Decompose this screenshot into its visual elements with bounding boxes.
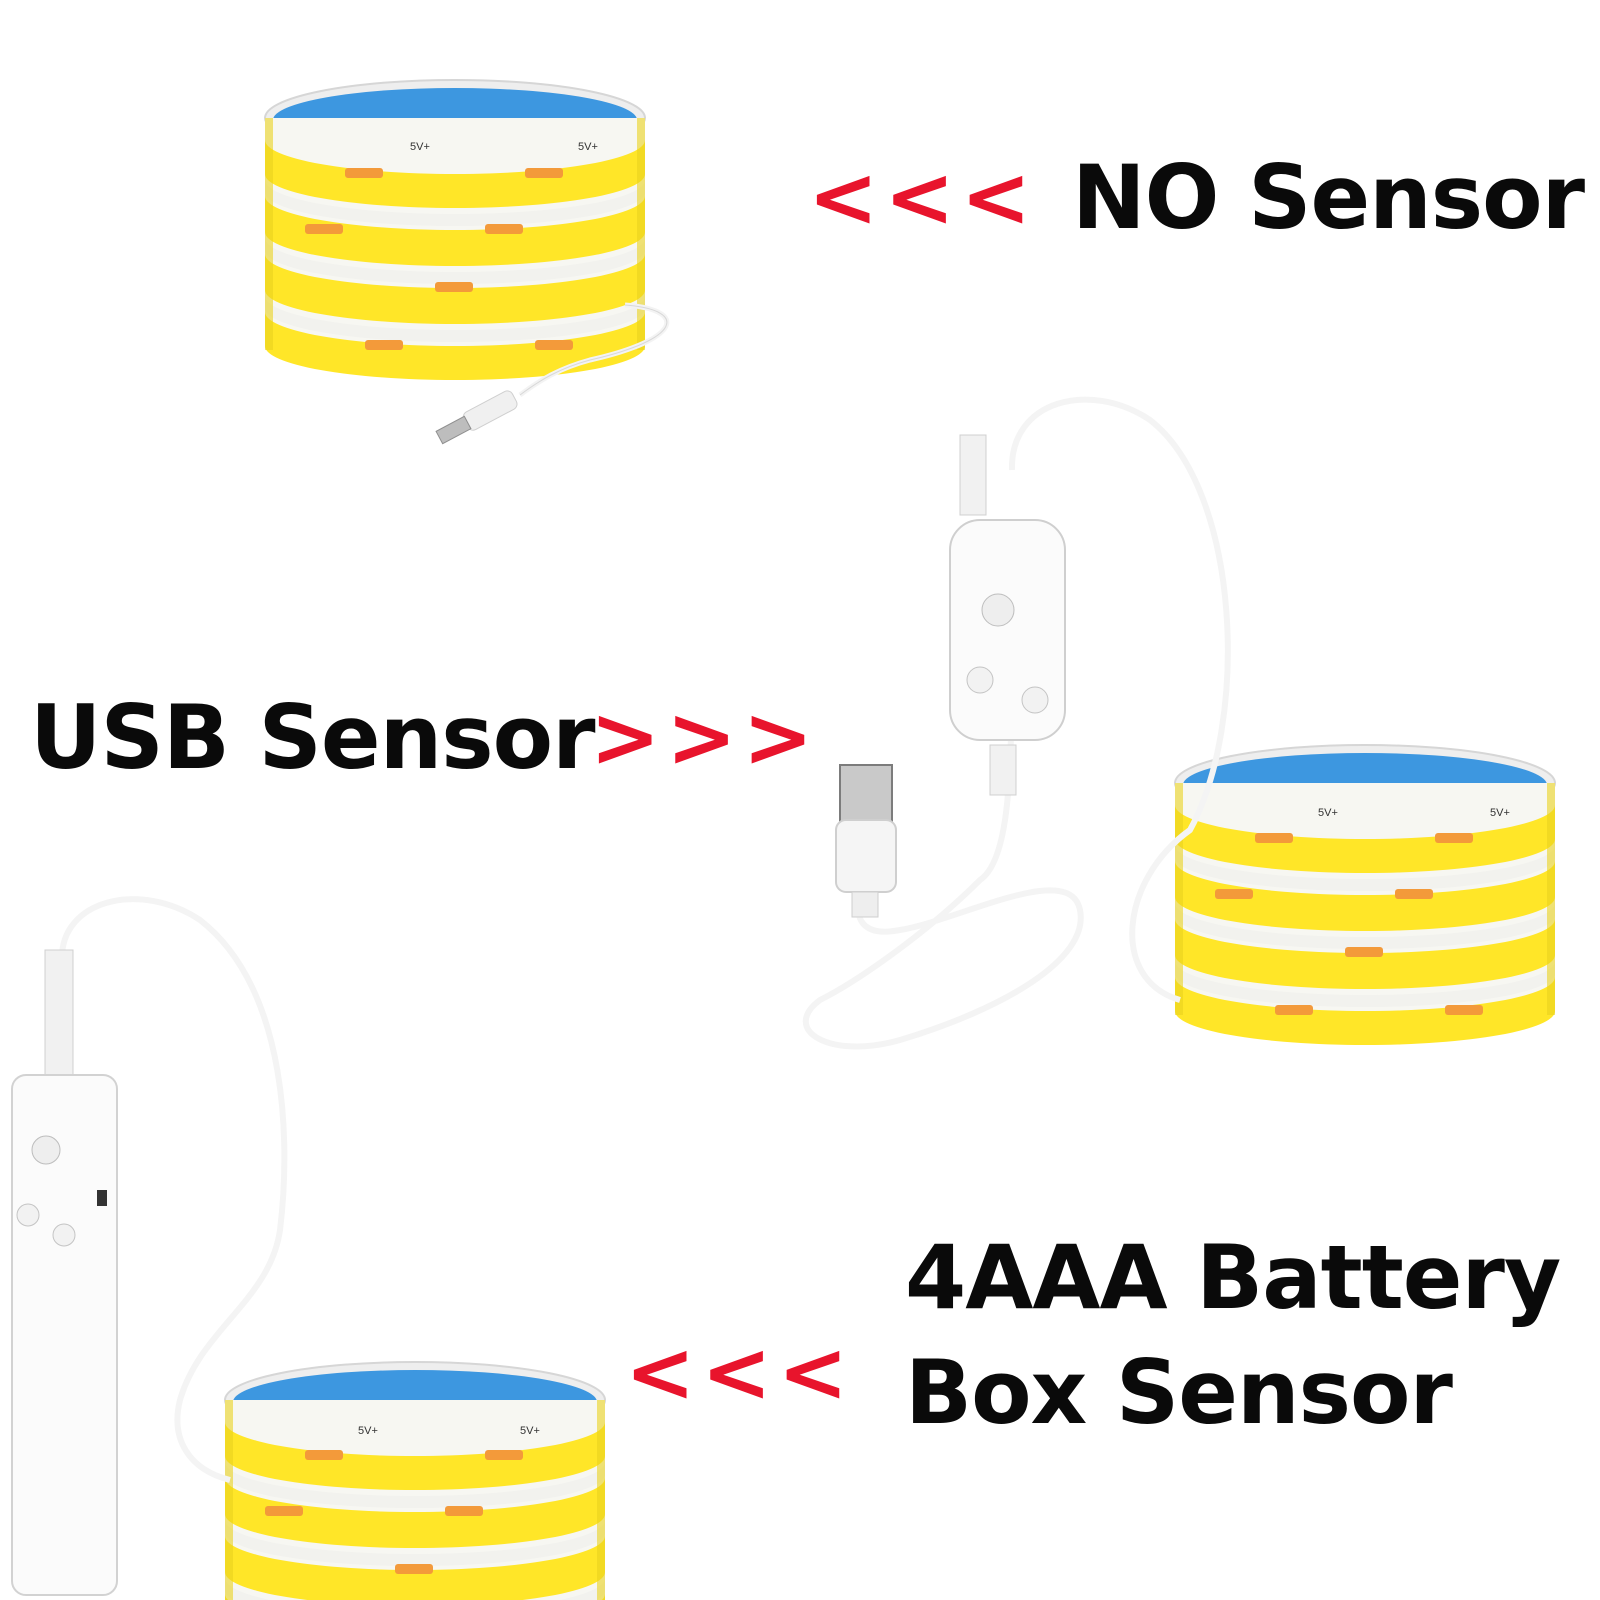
strip-marking: 5V+ [1318,807,1338,819]
strip-marking: 5V+ [520,1425,540,1437]
battery-sensor-arrows: <<< [625,1323,855,1421]
usb-plug [835,764,897,918]
led-strip-reel-usb: 5V+ 5V+ [1174,744,1556,1046]
usb-sensor-arrows: >>> [590,688,820,786]
led-strip-reel-battery: 5V+ 5V+ [224,1361,606,1600]
usb-sensor-label: USB Sensor [30,686,595,789]
battery-cable [58,896,288,1483]
usb-cable [802,396,1231,1050]
usb-sensor-controller [949,434,1066,796]
led-strip-reel-no-sensor: 5V+ 5V+ [264,79,646,381]
strip-marking: 5V+ [358,1425,378,1437]
strip-marking: 5V+ [410,141,430,153]
no-sensor-label: NO Sensor [1072,146,1585,249]
battery-sensor-label-line2: Box Sensor [905,1341,1453,1444]
strip-marking: 5V+ [1490,807,1510,819]
battery-sensor-label-line1: 4AAA Battery [905,1226,1561,1329]
no-sensor-arrows: <<< [808,148,1038,246]
strip-marking: 5V+ [578,141,598,153]
battery-box-sensor [11,949,118,1596]
dc-cable [435,302,670,445]
